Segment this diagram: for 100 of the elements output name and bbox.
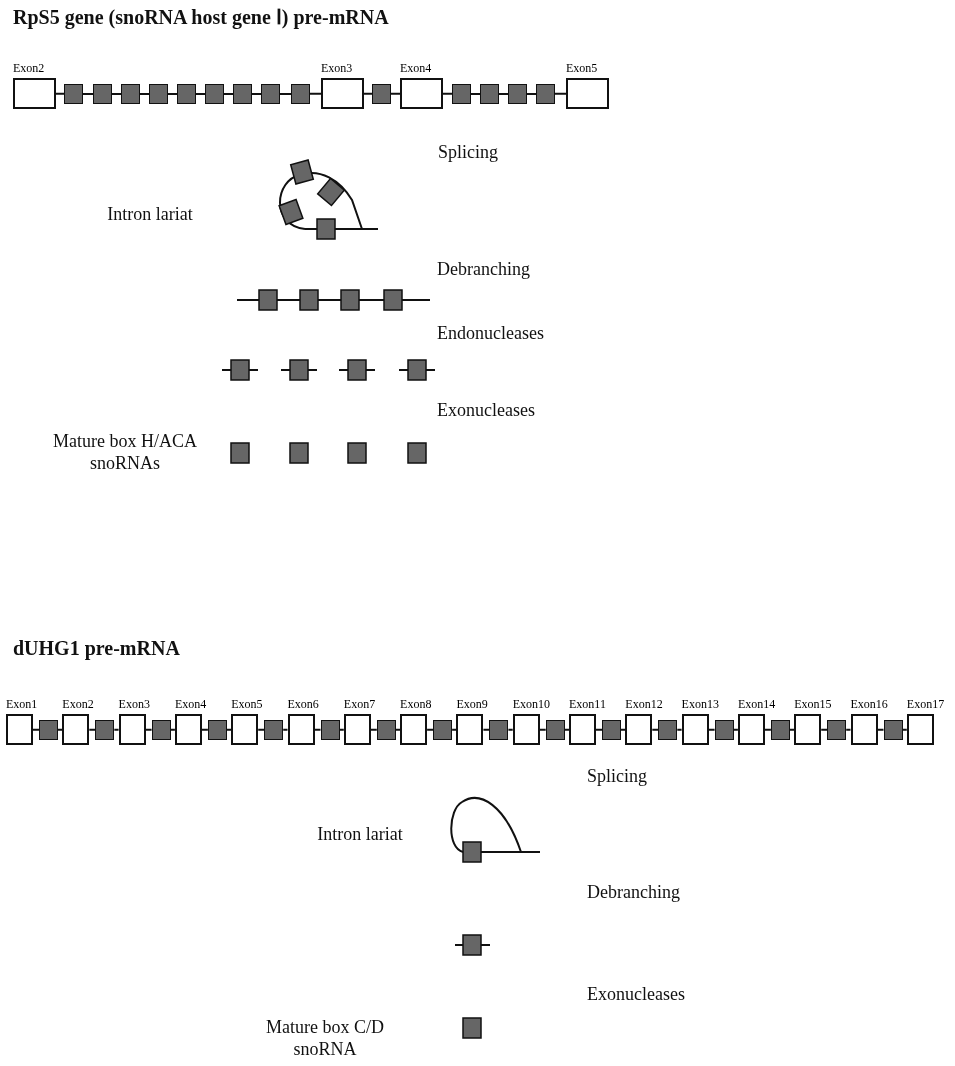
exon-label: Exon1 [6, 697, 38, 711]
snorna-box [205, 84, 224, 104]
step-label: Splicing [438, 141, 499, 163]
snorna-box [233, 84, 252, 104]
snorna-box [39, 720, 58, 740]
rna-line [309, 92, 322, 95]
rna-line [507, 728, 514, 731]
snorna-box [261, 84, 280, 104]
snorna-box [883, 720, 903, 740]
rna-line [32, 728, 40, 731]
step-label: Exonucleases [587, 983, 686, 1005]
exon-label: Exon4 [400, 61, 432, 75]
exon-label: Exon16 [850, 697, 888, 711]
rna-line [390, 92, 401, 95]
rna-line [526, 93, 537, 95]
snorna-box [151, 720, 171, 740]
stage-label: Mature box C/D snoRNA [265, 1016, 385, 1060]
snorna-box [714, 720, 734, 740]
snorna-box [602, 720, 621, 740]
rna-line [167, 93, 178, 95]
exon-label: Exon5 [231, 697, 263, 711]
heading: dUHG1 pre-mRNA [13, 637, 181, 659]
rna-line [279, 93, 292, 95]
rna-line [820, 728, 829, 731]
exon-label: Exon14 [737, 697, 776, 711]
snorna-box [827, 720, 847, 740]
exon-label: Exon3 [321, 61, 353, 75]
exon-label: Exon9 [456, 697, 488, 711]
step-label: Debranching [437, 258, 531, 280]
rna-line [363, 92, 373, 95]
snorna-box [177, 84, 196, 104]
snorna-box [376, 720, 396, 740]
exon-label: Exon17 [906, 697, 945, 711]
snorna-box [207, 720, 227, 740]
exon-label: Exon3 [118, 697, 150, 711]
step-label: Debranching [587, 881, 681, 903]
exon-label: Exon6 [287, 697, 319, 711]
step-label: Endonucleases [437, 322, 545, 344]
rna-line [113, 728, 120, 731]
rna-line [676, 728, 683, 731]
exon-label: Exon12 [625, 697, 663, 711]
stage-label: Intron lariat [106, 203, 194, 225]
snorna-box [452, 84, 471, 104]
rna-line [195, 93, 206, 95]
step-label: Splicing [587, 765, 648, 787]
snorna-box [433, 720, 453, 740]
exon-label: Exon8 [400, 697, 432, 711]
heading: RpS5 gene (snoRNA host gene Ⅰ) pre-mRNA [13, 6, 390, 28]
exon-label: Exon5 [566, 61, 598, 75]
snorna-box [480, 84, 499, 104]
rna-line [282, 728, 289, 731]
snorna-box [536, 84, 555, 104]
exon-label: Exon7 [343, 697, 376, 711]
rna-line [139, 93, 150, 95]
rna-line [55, 92, 65, 95]
snorna-box [291, 84, 310, 104]
rna-line [538, 728, 547, 731]
rna-line [876, 728, 885, 731]
snorna-box [320, 720, 340, 740]
rna-line [707, 728, 716, 731]
snorna-box [93, 84, 112, 104]
exon-label: Exon2 [13, 61, 45, 75]
snorna-box [489, 720, 509, 740]
rna-line [111, 93, 122, 95]
stage-label: Intron lariat [316, 823, 404, 845]
rna-line [144, 728, 153, 731]
rna-line [251, 93, 262, 95]
rna-line [442, 92, 453, 95]
exon-label: Exon2 [62, 697, 94, 711]
rna-line [651, 728, 660, 731]
rna-line [845, 728, 852, 731]
exon-label: Exon10 [512, 697, 551, 711]
step-label: Exonucleases [437, 399, 536, 421]
snorna-box [149, 84, 168, 104]
rna-line [223, 93, 234, 95]
rna-line [369, 728, 378, 731]
snorna-box [658, 720, 678, 740]
snorna-box [264, 720, 284, 740]
rna-line [88, 728, 97, 731]
rna-line [498, 93, 509, 95]
snorna-box [545, 720, 565, 740]
stage-label: Mature box H/ACA snoRNAs [52, 430, 198, 474]
exon-label: Exon15 [794, 697, 832, 711]
exon-label: Exon11 [569, 697, 606, 711]
rna-line [257, 728, 266, 731]
snorna-box [121, 84, 140, 104]
rna-line [426, 728, 435, 731]
exon-label: Exon13 [681, 697, 719, 711]
snorna-box [372, 84, 391, 104]
snorna-box [508, 84, 527, 104]
rna-line [313, 728, 322, 731]
snorna-box [64, 84, 83, 104]
rna-line [554, 92, 567, 95]
rna-line [595, 728, 603, 731]
exon-label: Exon4 [174, 697, 207, 711]
rna-line [482, 728, 491, 731]
rna-line [200, 728, 209, 731]
snorna-box [770, 720, 790, 740]
rna-line [82, 93, 94, 95]
rna-line [470, 93, 481, 95]
